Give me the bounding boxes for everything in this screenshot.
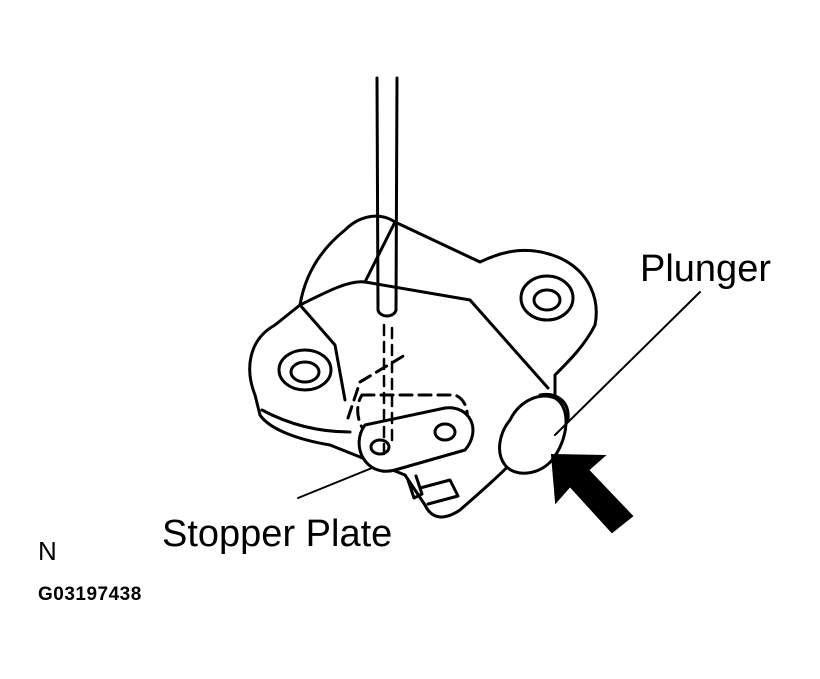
view-marker-label: N — [38, 536, 57, 566]
rod-tip — [376, 308, 398, 318]
plunger-leader-line — [554, 291, 701, 436]
body-lower-edge — [260, 408, 352, 434]
body-side-edge — [298, 303, 347, 402]
stopper-plate-pin-hole — [369, 438, 391, 456]
plate-pin — [406, 474, 424, 500]
figure-code-label: G03197438 — [38, 584, 142, 605]
plunger-face — [538, 392, 570, 422]
plunger-label: Plunger — [640, 248, 771, 290]
rod-left-edge — [375, 76, 380, 312]
left-mount-hole-inner — [289, 360, 321, 384]
right-mount-hole-inner — [532, 288, 562, 312]
body-top-edge-2 — [363, 220, 397, 284]
push-arrow-icon — [550, 453, 634, 534]
stopper-leader-line — [297, 467, 373, 499]
stopper-plate-bolt-hole — [433, 422, 457, 442]
body-top-edge — [298, 280, 550, 390]
tensioner-body — [248, 214, 598, 519]
right-mount-hole-outer — [519, 274, 575, 322]
dashed-guide-box — [346, 353, 407, 420]
plate-base — [418, 478, 460, 506]
stopper-plate-label: Stopper Plate — [162, 513, 393, 555]
left-mount-hole-outer — [277, 348, 333, 392]
rod-right-edge — [394, 76, 399, 312]
